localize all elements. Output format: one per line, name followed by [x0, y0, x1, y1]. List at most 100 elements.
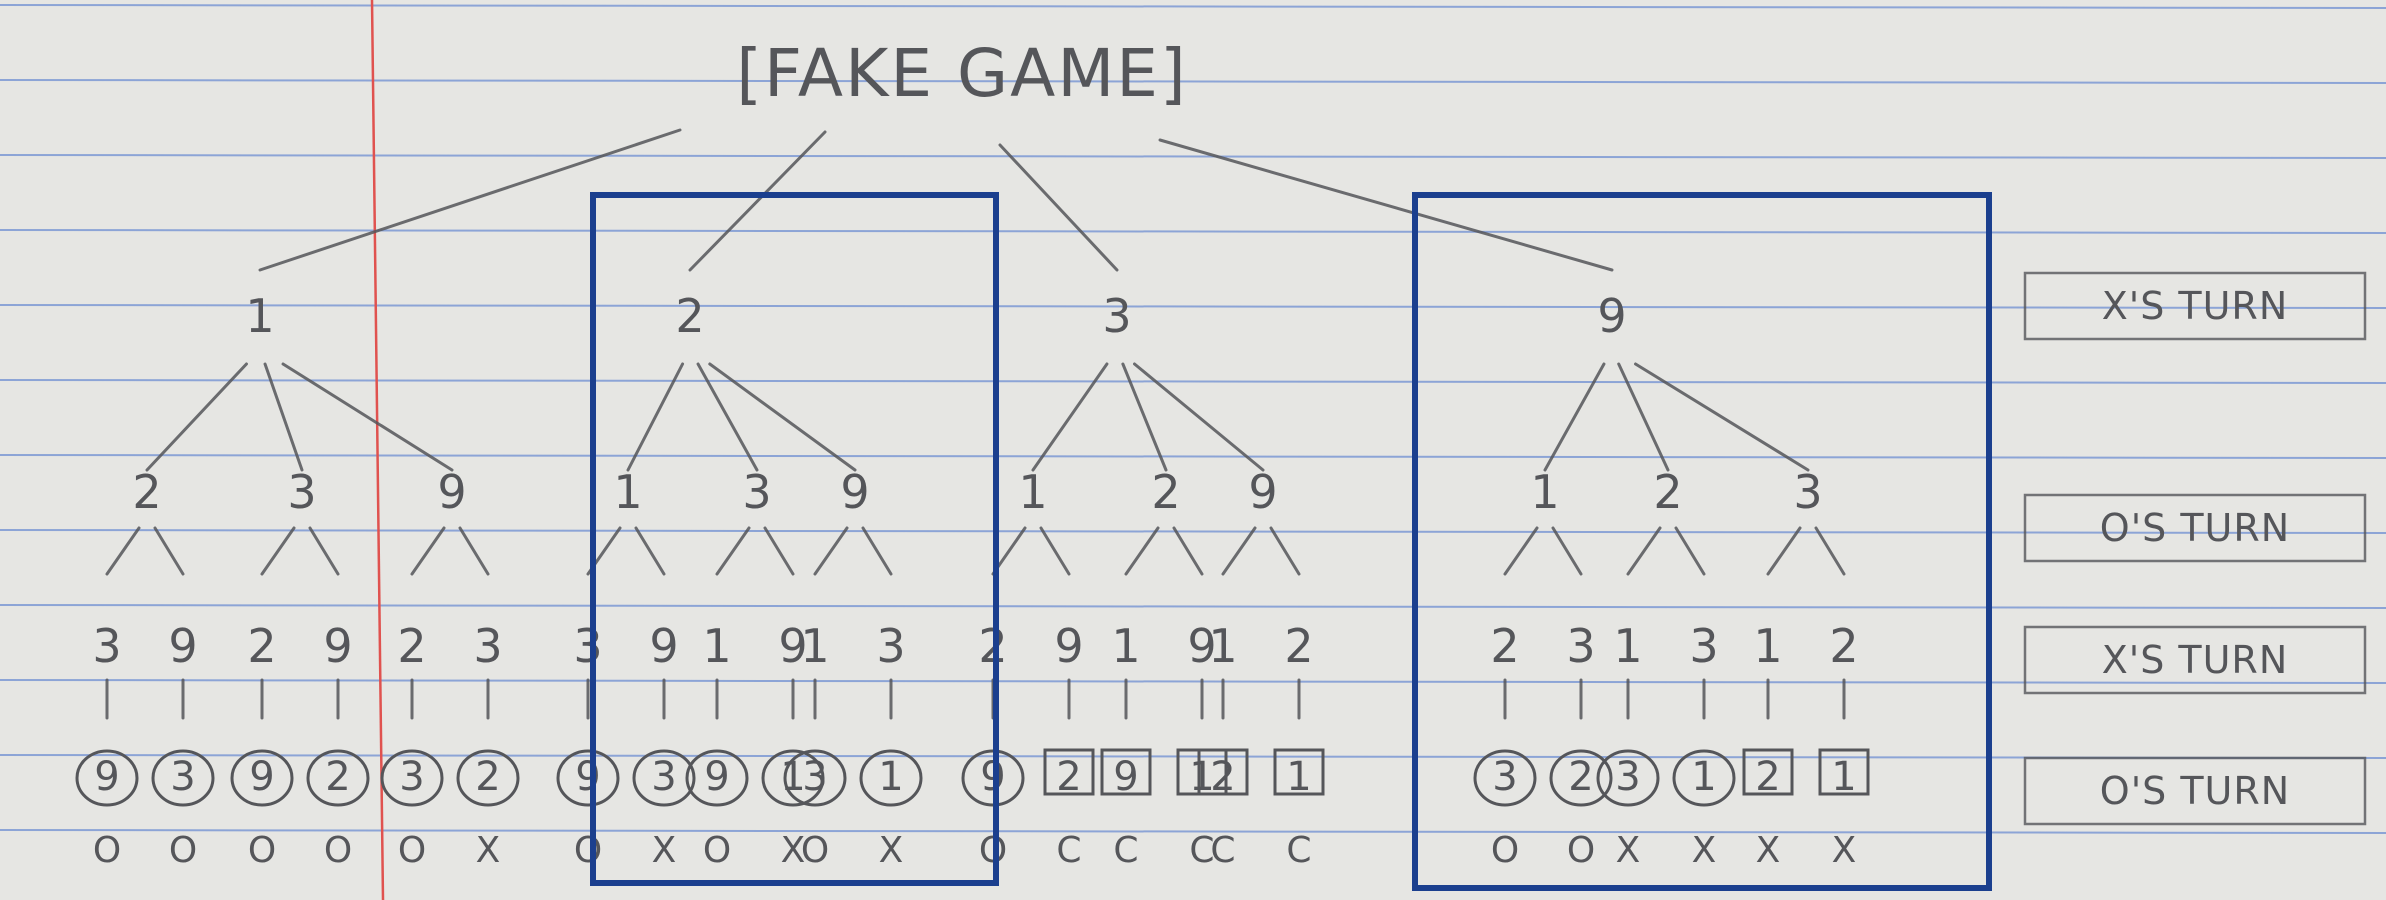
- game-outcome-label: X: [1692, 830, 1717, 871]
- move-node-level3: 9: [323, 619, 352, 673]
- game-outcome-label: O: [1567, 830, 1595, 871]
- tree-edge: [153, 526, 185, 576]
- move-node-level1: 2: [675, 289, 704, 343]
- leaf-circle: [75, 749, 139, 807]
- ruled-line: [0, 154, 2386, 159]
- tree-edge: [708, 362, 857, 472]
- leaf-move-label: 1: [1831, 754, 1856, 800]
- tree-edge: [1031, 362, 1109, 472]
- move-node-level3: 1: [1208, 619, 1237, 673]
- turn-label: X'S TURN: [2102, 284, 2289, 328]
- ruled-line: [0, 229, 2386, 234]
- game-outcome-label: C: [1286, 830, 1311, 871]
- move-node-level3: 2: [1490, 619, 1519, 673]
- ruled-line: [0, 604, 2386, 609]
- move-node-level3: 1: [1753, 619, 1782, 673]
- ruled-lines: [0, 4, 2386, 834]
- game-outcome-label: X: [879, 830, 904, 871]
- game-outcome-label: O: [324, 830, 352, 871]
- move-node-level3: 2: [397, 619, 426, 673]
- leaf-circle: [306, 749, 370, 807]
- leaf-circle: [456, 749, 520, 807]
- tree-edge: [308, 526, 340, 576]
- game-outcome-label: O: [574, 830, 602, 871]
- turn-label: O'S TURN: [2100, 506, 2290, 550]
- title-group: [FAKE GAME]: [736, 35, 1187, 112]
- leaf-circle: [380, 749, 444, 807]
- move-node-level3: 1: [702, 619, 731, 673]
- ruled-line: [0, 679, 2386, 684]
- game-outcome-label: O: [398, 830, 426, 871]
- turn-label: O'S TURN: [2100, 769, 2290, 813]
- leaf-move-label: 3: [802, 754, 827, 800]
- turn-label-box: [2023, 271, 2367, 341]
- leaf-move-label: 3: [1615, 754, 1640, 800]
- game-outcome-label: O: [169, 830, 197, 871]
- move-node-level2: 9: [1248, 465, 1277, 519]
- move-node-level2: 2: [132, 465, 161, 519]
- game-outcome-label: X: [1756, 830, 1781, 871]
- leaf-move-label: 2: [325, 754, 350, 800]
- ruled-line: [0, 79, 2386, 84]
- tree-edge: [263, 362, 304, 472]
- leaf-move-label: 1: [1286, 754, 1311, 800]
- tree-edge: [1158, 138, 1614, 272]
- tree-edge: [281, 362, 454, 472]
- tree-edge: [260, 526, 296, 576]
- leaf-move-label: 1: [1189, 754, 1214, 800]
- leaf-circle: [783, 749, 847, 807]
- leaf-circle: [1549, 749, 1613, 807]
- leaf-square: [1197, 748, 1249, 796]
- highlight-boxes: [590, 192, 1992, 891]
- move-node-level3: 3: [92, 619, 121, 673]
- move-node-level3: 2: [1284, 619, 1313, 673]
- leaf-circle: [632, 749, 696, 807]
- leaf-move-label: 1: [1691, 754, 1716, 800]
- ruled-line: [0, 454, 2386, 459]
- leaf-move-label: 3: [399, 754, 424, 800]
- leaf-move-label: 2: [1056, 754, 1081, 800]
- move-node-level3: 9: [649, 619, 678, 673]
- leaf-move-label: 9: [94, 754, 119, 800]
- move-node-level1: 9: [1597, 289, 1626, 343]
- highlight-box-branch-2: [590, 192, 999, 886]
- game-outcome-label: O: [703, 830, 731, 871]
- game-outcome-label: O: [1491, 830, 1519, 871]
- leaf-move-label: 3: [651, 754, 676, 800]
- tree-edge: [998, 143, 1119, 272]
- ruled-line: [0, 4, 2386, 9]
- leaf-circle: [685, 749, 749, 807]
- tree-title: [FAKE GAME]: [736, 35, 1187, 112]
- tree-edge: [410, 526, 446, 576]
- move-node-level3: 9: [168, 619, 197, 673]
- move-node-level2: 3: [1793, 465, 1822, 519]
- move-node-level2: 2: [1653, 465, 1682, 519]
- tree-edge: [1634, 362, 1810, 472]
- move-node-level3: 3: [473, 619, 502, 673]
- tree-edge: [626, 362, 685, 472]
- tree-edge: [1543, 362, 1606, 472]
- leaf-move-label: 1: [878, 754, 903, 800]
- tree-edge: [763, 526, 795, 576]
- move-node-level2: 3: [742, 465, 771, 519]
- ruled-line: [0, 529, 2386, 534]
- move-node-level2: 9: [840, 465, 869, 519]
- game-outcome-label: O: [801, 830, 829, 871]
- leaf-circle: [151, 749, 215, 807]
- leaf-square: [1818, 748, 1870, 796]
- ruled-line: [0, 304, 2386, 309]
- leaf-circle: [1596, 749, 1660, 807]
- tree-edge: [1039, 526, 1071, 576]
- tree-edge: [1172, 526, 1204, 576]
- tree-edge: [696, 362, 759, 472]
- tree-edge: [813, 526, 849, 576]
- leaf-square: [1273, 748, 1325, 796]
- leaf-circle: [556, 749, 620, 807]
- leaf-square: [1100, 748, 1152, 796]
- game-outcome-label: X: [652, 830, 677, 871]
- leaf-circle: [1672, 749, 1736, 807]
